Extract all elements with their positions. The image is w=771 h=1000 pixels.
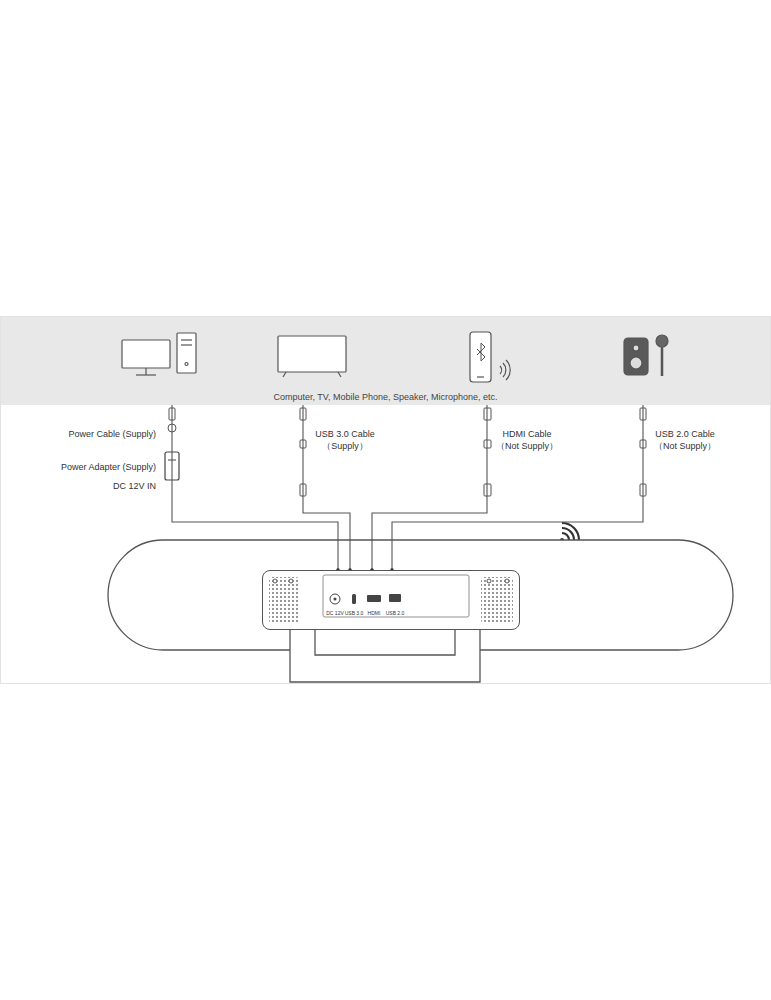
hdmi-port: [367, 595, 381, 602]
port-plate: [323, 575, 469, 617]
usb-c-port: [352, 594, 356, 604]
dc-jack: [334, 598, 337, 601]
port-label: HDMI: [368, 611, 381, 616]
port-label: DC 12V: [326, 611, 344, 616]
cable-plug: [169, 408, 646, 420]
panel-art: [263, 571, 519, 629]
screw: [487, 579, 491, 583]
cable-label: USB 2.0 Cable （Not Supply）: [647, 428, 723, 452]
speaker-grille: [481, 577, 513, 623]
frame: [1, 317, 771, 684]
wifi-symbol: [560, 523, 579, 542]
screw: [505, 579, 509, 583]
cable-label: Power Cable (Supply): [40, 428, 156, 440]
cable-line: [172, 405, 338, 570]
device-band: [0, 316, 771, 405]
speaker-grille: [269, 577, 299, 623]
caption-text: Computer, TV, Mobile Phone, Speaker, Mic…: [273, 392, 497, 402]
adapter-label: Power Adapter (Supply): [30, 461, 156, 473]
computer-icon: [122, 333, 196, 375]
cable-label: USB 3.0 Cable （Supply）: [309, 428, 381, 452]
screw: [289, 579, 293, 583]
speaker-mic-icon: [624, 335, 668, 376]
usb-a-port: [389, 594, 401, 602]
phone-icon: [470, 332, 510, 382]
screw: [273, 579, 277, 583]
device-band: Computer, TV, Mobile Phone, Speaker, Mic…: [0, 316, 771, 405]
cable-line: [392, 405, 643, 570]
tv-icon: [278, 336, 346, 377]
port-label: USB 3.0: [345, 611, 364, 616]
port-panel: DC 12VUSB 3.0 HDMI USB 2.0: [262, 570, 520, 630]
dc-jack: [330, 594, 340, 604]
port-label: USB 2.0: [386, 611, 405, 616]
cable-plug: [168, 424, 646, 496]
cable-line: [372, 405, 487, 570]
cable-label: HDMI Cable （Not Supply）: [491, 428, 563, 452]
adapter-label: DC 12V IN: [30, 480, 156, 492]
